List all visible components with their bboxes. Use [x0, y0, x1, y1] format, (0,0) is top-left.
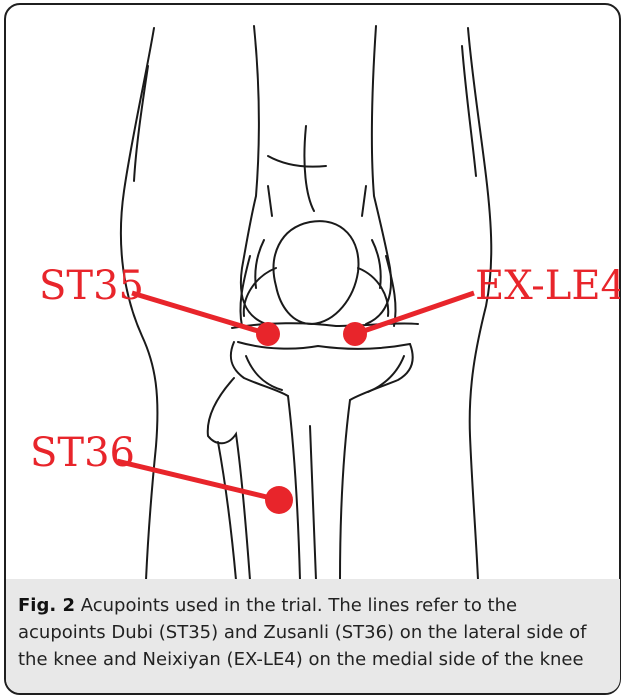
patella-outline	[274, 221, 359, 324]
knee-illustration: ST35 EX-LE4 ST36	[6, 6, 620, 580]
ex-le4-label: EX-LE4	[475, 263, 620, 309]
ex-le4-leader-line	[355, 293, 474, 334]
st36-leader-line	[117, 461, 279, 500]
ex-le4-marker	[343, 322, 367, 346]
st36-marker	[265, 486, 293, 514]
st35-marker	[256, 322, 280, 346]
figure-label: Fig. 2	[18, 595, 75, 616]
caption-text: Acupoints used in the trial. The lines r…	[18, 595, 586, 670]
acupoint-callouts: ST35 EX-LE4 ST36	[30, 263, 620, 514]
st35-label: ST35	[39, 263, 144, 309]
knee-anatomy-drawing	[121, 26, 491, 580]
st35-leader-line	[132, 293, 268, 334]
figure-caption: Fig. 2 Acupoints used in the trial. The …	[18, 592, 603, 673]
st36-label: ST36	[30, 430, 135, 476]
